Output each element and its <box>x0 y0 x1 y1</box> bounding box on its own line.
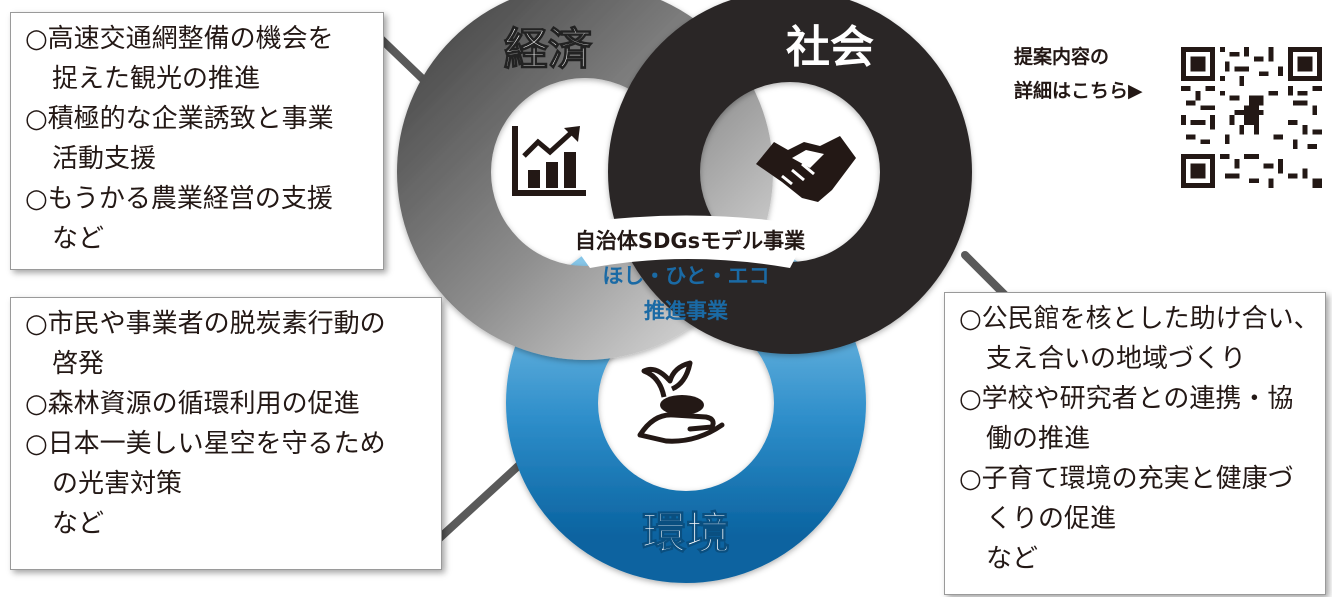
economy-initiatives-box: ○高速交通網整備の機会を 捉えた観光の推進 ○積極的な企業誘致と事業 活動支援 … <box>10 12 384 270</box>
environment-connector-line <box>428 453 532 549</box>
society-initiatives-box: ○公民館を核とした助け合い、 支え合いの地域づくり ○学校や研究者との連携・協 … <box>944 292 1326 595</box>
economy-item-2-cont: 活動支援 <box>52 144 157 174</box>
bar-chart-growth-icon <box>512 126 586 196</box>
economy-label: 経済 <box>504 24 593 75</box>
handshake-icon <box>756 136 856 202</box>
center-subtitle-1: ほし・ひと・エコ <box>602 264 769 288</box>
society-label: 社会 <box>786 22 874 73</box>
economy-item-2: ○積極的な企業誘致と事業 <box>25 104 334 134</box>
environment-etc: など <box>52 509 105 539</box>
society-item-2: ○学校や研究者との連携・協 <box>959 384 1294 414</box>
environment-item-3-cont: の光害対策 <box>52 469 183 499</box>
economy-item-3: ○もうかる農業経営の支援 <box>25 184 333 214</box>
economy-etc: など <box>52 224 105 254</box>
economy-item-1: ○高速交通網整備の機会を <box>25 24 334 54</box>
economy-connector-line <box>376 34 434 90</box>
society-item-2-cont: 働の推進 <box>986 424 1091 454</box>
sprout-in-hand-icon <box>637 360 725 444</box>
society-item-3-cont: くりの促進 <box>986 504 1117 534</box>
society-item-1-cont: 支え合いの地域づくり <box>986 344 1247 374</box>
center-overlap-area <box>560 215 812 268</box>
society-etc: など <box>986 544 1039 574</box>
qr-caption-line-1: 提案内容の <box>1014 46 1110 68</box>
economy-ring <box>397 0 773 360</box>
economy-item-1-cont: 捉えた観光の推進 <box>52 64 261 94</box>
qr-code-icon[interactable] <box>1181 46 1322 189</box>
center-subtitle-2: 推進事業 <box>644 299 729 323</box>
society-item-3: ○子育て環境の充実と健康づ <box>959 464 1294 494</box>
society-ring <box>608 0 972 354</box>
environment-initiatives-box: ○市民や事業者の脱炭素行動の 啓発 ○森林資源の循環利用の促進 ○日本一美しい星… <box>10 297 442 570</box>
society-item-1: ○公民館を核とした助け合い、 <box>959 304 1320 334</box>
environment-item-1-cont: 啓発 <box>52 349 105 379</box>
center-title: 自治体SDGsモデル事業 <box>575 229 806 253</box>
qr-caption-line-2: 詳細はこちら▶ <box>1014 80 1143 102</box>
environment-item-1: ○市民や事業者の脱炭素行動の <box>25 309 386 339</box>
qr-caption: 提案内容の 詳細はこちら▶ <box>1014 40 1143 108</box>
environment-label: 環境 <box>642 508 730 559</box>
environment-item-3: ○日本一美しい星空を守るため <box>25 429 386 459</box>
environment-item-2: ○森林資源の循環利用の促進 <box>25 389 360 419</box>
